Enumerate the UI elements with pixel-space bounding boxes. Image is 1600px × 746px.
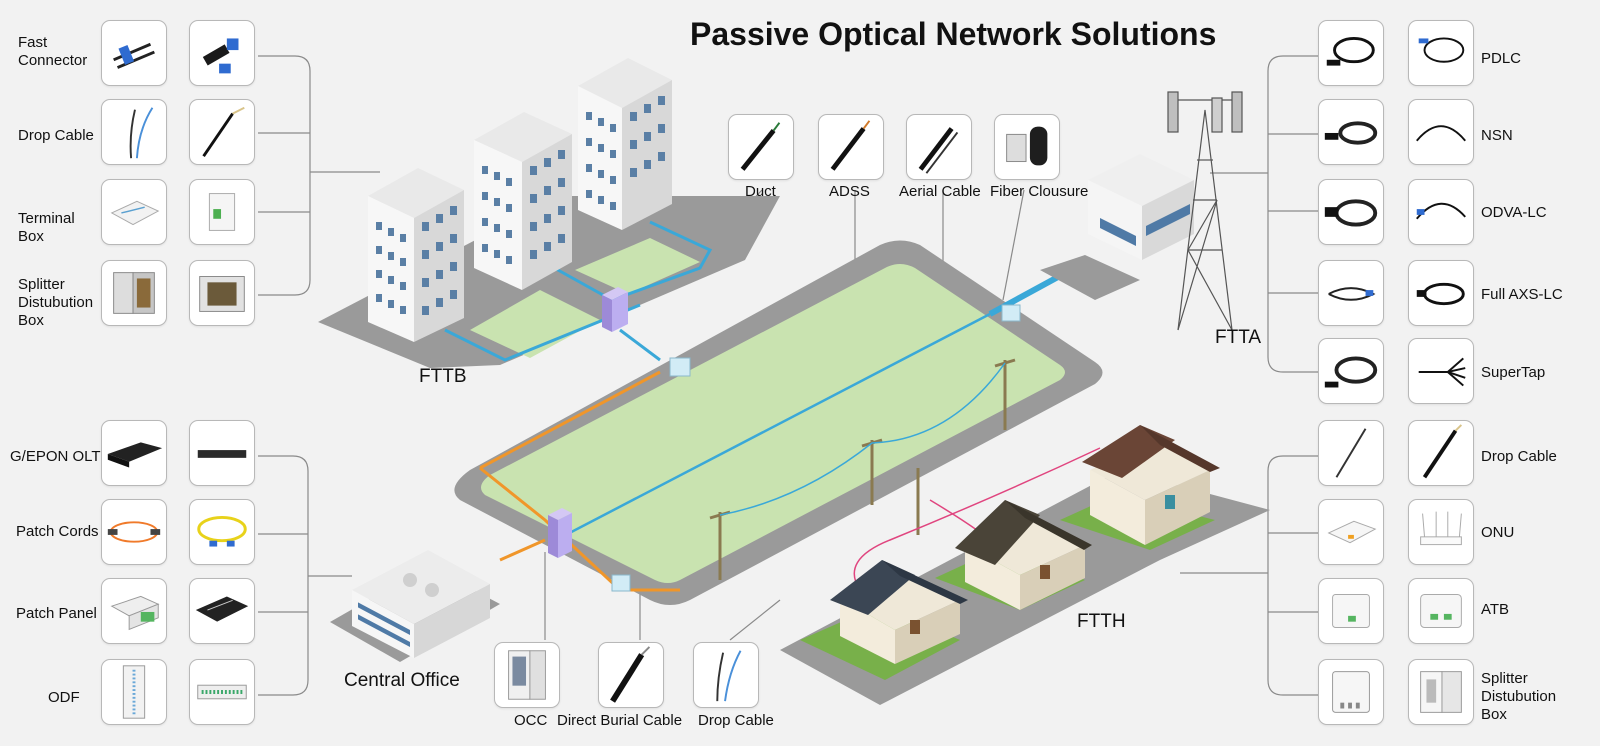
patch-panel-icon[interactable] [101, 578, 167, 644]
supertap-cable-icon[interactable] [1318, 338, 1384, 404]
axs-cable-2-icon[interactable] [1408, 260, 1474, 326]
label-adss: ADSS [829, 183, 870, 200]
building-3 [578, 58, 672, 230]
nsn-cable-icon[interactable] [1318, 99, 1384, 165]
aerial-cable-icon[interactable] [906, 114, 972, 180]
terminal-box-icon[interactable] [189, 179, 255, 245]
label-pdlc: PDLC [1481, 50, 1522, 67]
olt-slim-icon[interactable] [189, 420, 255, 486]
zone-ftta-label: FTTA [1215, 327, 1262, 348]
label-splitter-box-left: Splitter Distubution Box [18, 276, 94, 329]
splitter-outdoor-open-icon[interactable] [1408, 659, 1474, 725]
label-drop-cable-bottom: Drop Cable [698, 712, 774, 729]
label-odva-lc: ODVA-LC [1481, 204, 1547, 221]
atb-box-icon[interactable] [1318, 578, 1384, 644]
patch-cord-yellow-icon[interactable] [189, 499, 255, 565]
fttb-cabinet [602, 287, 628, 332]
label-splitter-box-right: Splitter Distubution Box [1481, 670, 1557, 723]
splitter-box-icon[interactable] [101, 260, 167, 326]
label-nsn: NSN [1481, 127, 1513, 144]
duct-cable-icon[interactable] [728, 114, 794, 180]
occ-cabinet-icon[interactable] [494, 642, 560, 708]
label-odf: ODF [48, 689, 80, 706]
label-terminal-box: Terminal Box [18, 210, 75, 245]
drop-cable-icon[interactable] [101, 99, 167, 165]
label-drop-cable-left: Drop Cable [18, 127, 94, 144]
label-onu: ONU [1481, 524, 1515, 541]
main-road [454, 240, 1140, 605]
house-3 [1082, 425, 1220, 545]
pdlc-cable-icon[interactable] [1318, 20, 1384, 86]
house-2 [955, 500, 1092, 610]
central-office-building [330, 550, 500, 662]
odva-cable-2-icon[interactable] [1408, 179, 1474, 245]
label-full-axs-lc: Full AXS-LC [1481, 286, 1563, 303]
ftta-tower [1167, 91, 1243, 331]
label-atb: ATB [1481, 601, 1510, 618]
label-aerial-cable: Aerial Cable [899, 183, 981, 200]
drop-cable-bottom-icon[interactable] [693, 642, 759, 708]
junction-boxes [548, 304, 1021, 592]
olt-device-icon[interactable] [101, 420, 167, 486]
label-fiber-closure: Fiber Clousure [990, 183, 1089, 200]
label-fast-connector: Fast Connector [18, 34, 88, 69]
patch-panel-rack-icon[interactable] [189, 578, 255, 644]
onu-box-icon[interactable] [1318, 499, 1384, 565]
pdlc-cable-2-icon[interactable] [1408, 20, 1474, 86]
label-occ: OCC [514, 712, 548, 729]
odva-cable-icon[interactable] [1318, 179, 1384, 245]
nsn-cable-2-icon[interactable] [1408, 99, 1474, 165]
zone-central-office-label: Central Office [344, 670, 460, 691]
supertap-fanout-icon[interactable] [1408, 338, 1474, 404]
drop-cable-black-icon[interactable] [189, 99, 255, 165]
splitter-box-open-icon[interactable] [189, 260, 255, 326]
label-patch-panel: Patch Panel [16, 605, 97, 622]
onu-router-icon[interactable] [1408, 499, 1474, 565]
zone-fttb-label: FTTB [419, 366, 467, 387]
splitter-outdoor-icon[interactable] [1318, 659, 1384, 725]
fast-connector-icon[interactable] [101, 20, 167, 86]
label-drop-cable-right: Drop Cable [1481, 448, 1557, 465]
terminal-box-open-icon[interactable] [101, 179, 167, 245]
odf-rack-icon[interactable] [189, 659, 255, 725]
axs-cable-icon[interactable] [1318, 260, 1384, 326]
patch-cord-orange-icon[interactable] [101, 499, 167, 565]
ftta-building [1088, 154, 1194, 260]
zone-ftth-label: FTTH [1077, 611, 1126, 632]
drop-cable-thin-icon[interactable] [1318, 420, 1384, 486]
odf-cabinet-icon[interactable] [101, 659, 167, 725]
fiber-closure-icon[interactable] [994, 114, 1060, 180]
burial-cable-icon[interactable] [598, 642, 664, 708]
adss-cable-icon[interactable] [818, 114, 884, 180]
fast-connector-blue-icon[interactable] [189, 20, 255, 86]
atb-box-2-icon[interactable] [1408, 578, 1474, 644]
label-patch-cords: Patch Cords [16, 523, 99, 540]
drop-cable-black-2-icon[interactable] [1408, 420, 1474, 486]
page-title: Passive Optical Network Solutions [690, 16, 1217, 52]
building-2 [474, 112, 572, 290]
label-direct-burial-cable: Direct Burial Cable [557, 712, 683, 729]
building-1 [368, 168, 464, 342]
label-olt: G/EPON OLT [10, 448, 101, 465]
label-duct: Duct [745, 183, 776, 200]
utility-poles [709, 358, 1016, 580]
house-1 [830, 560, 968, 664]
label-supertap: SuperTap [1481, 364, 1546, 381]
